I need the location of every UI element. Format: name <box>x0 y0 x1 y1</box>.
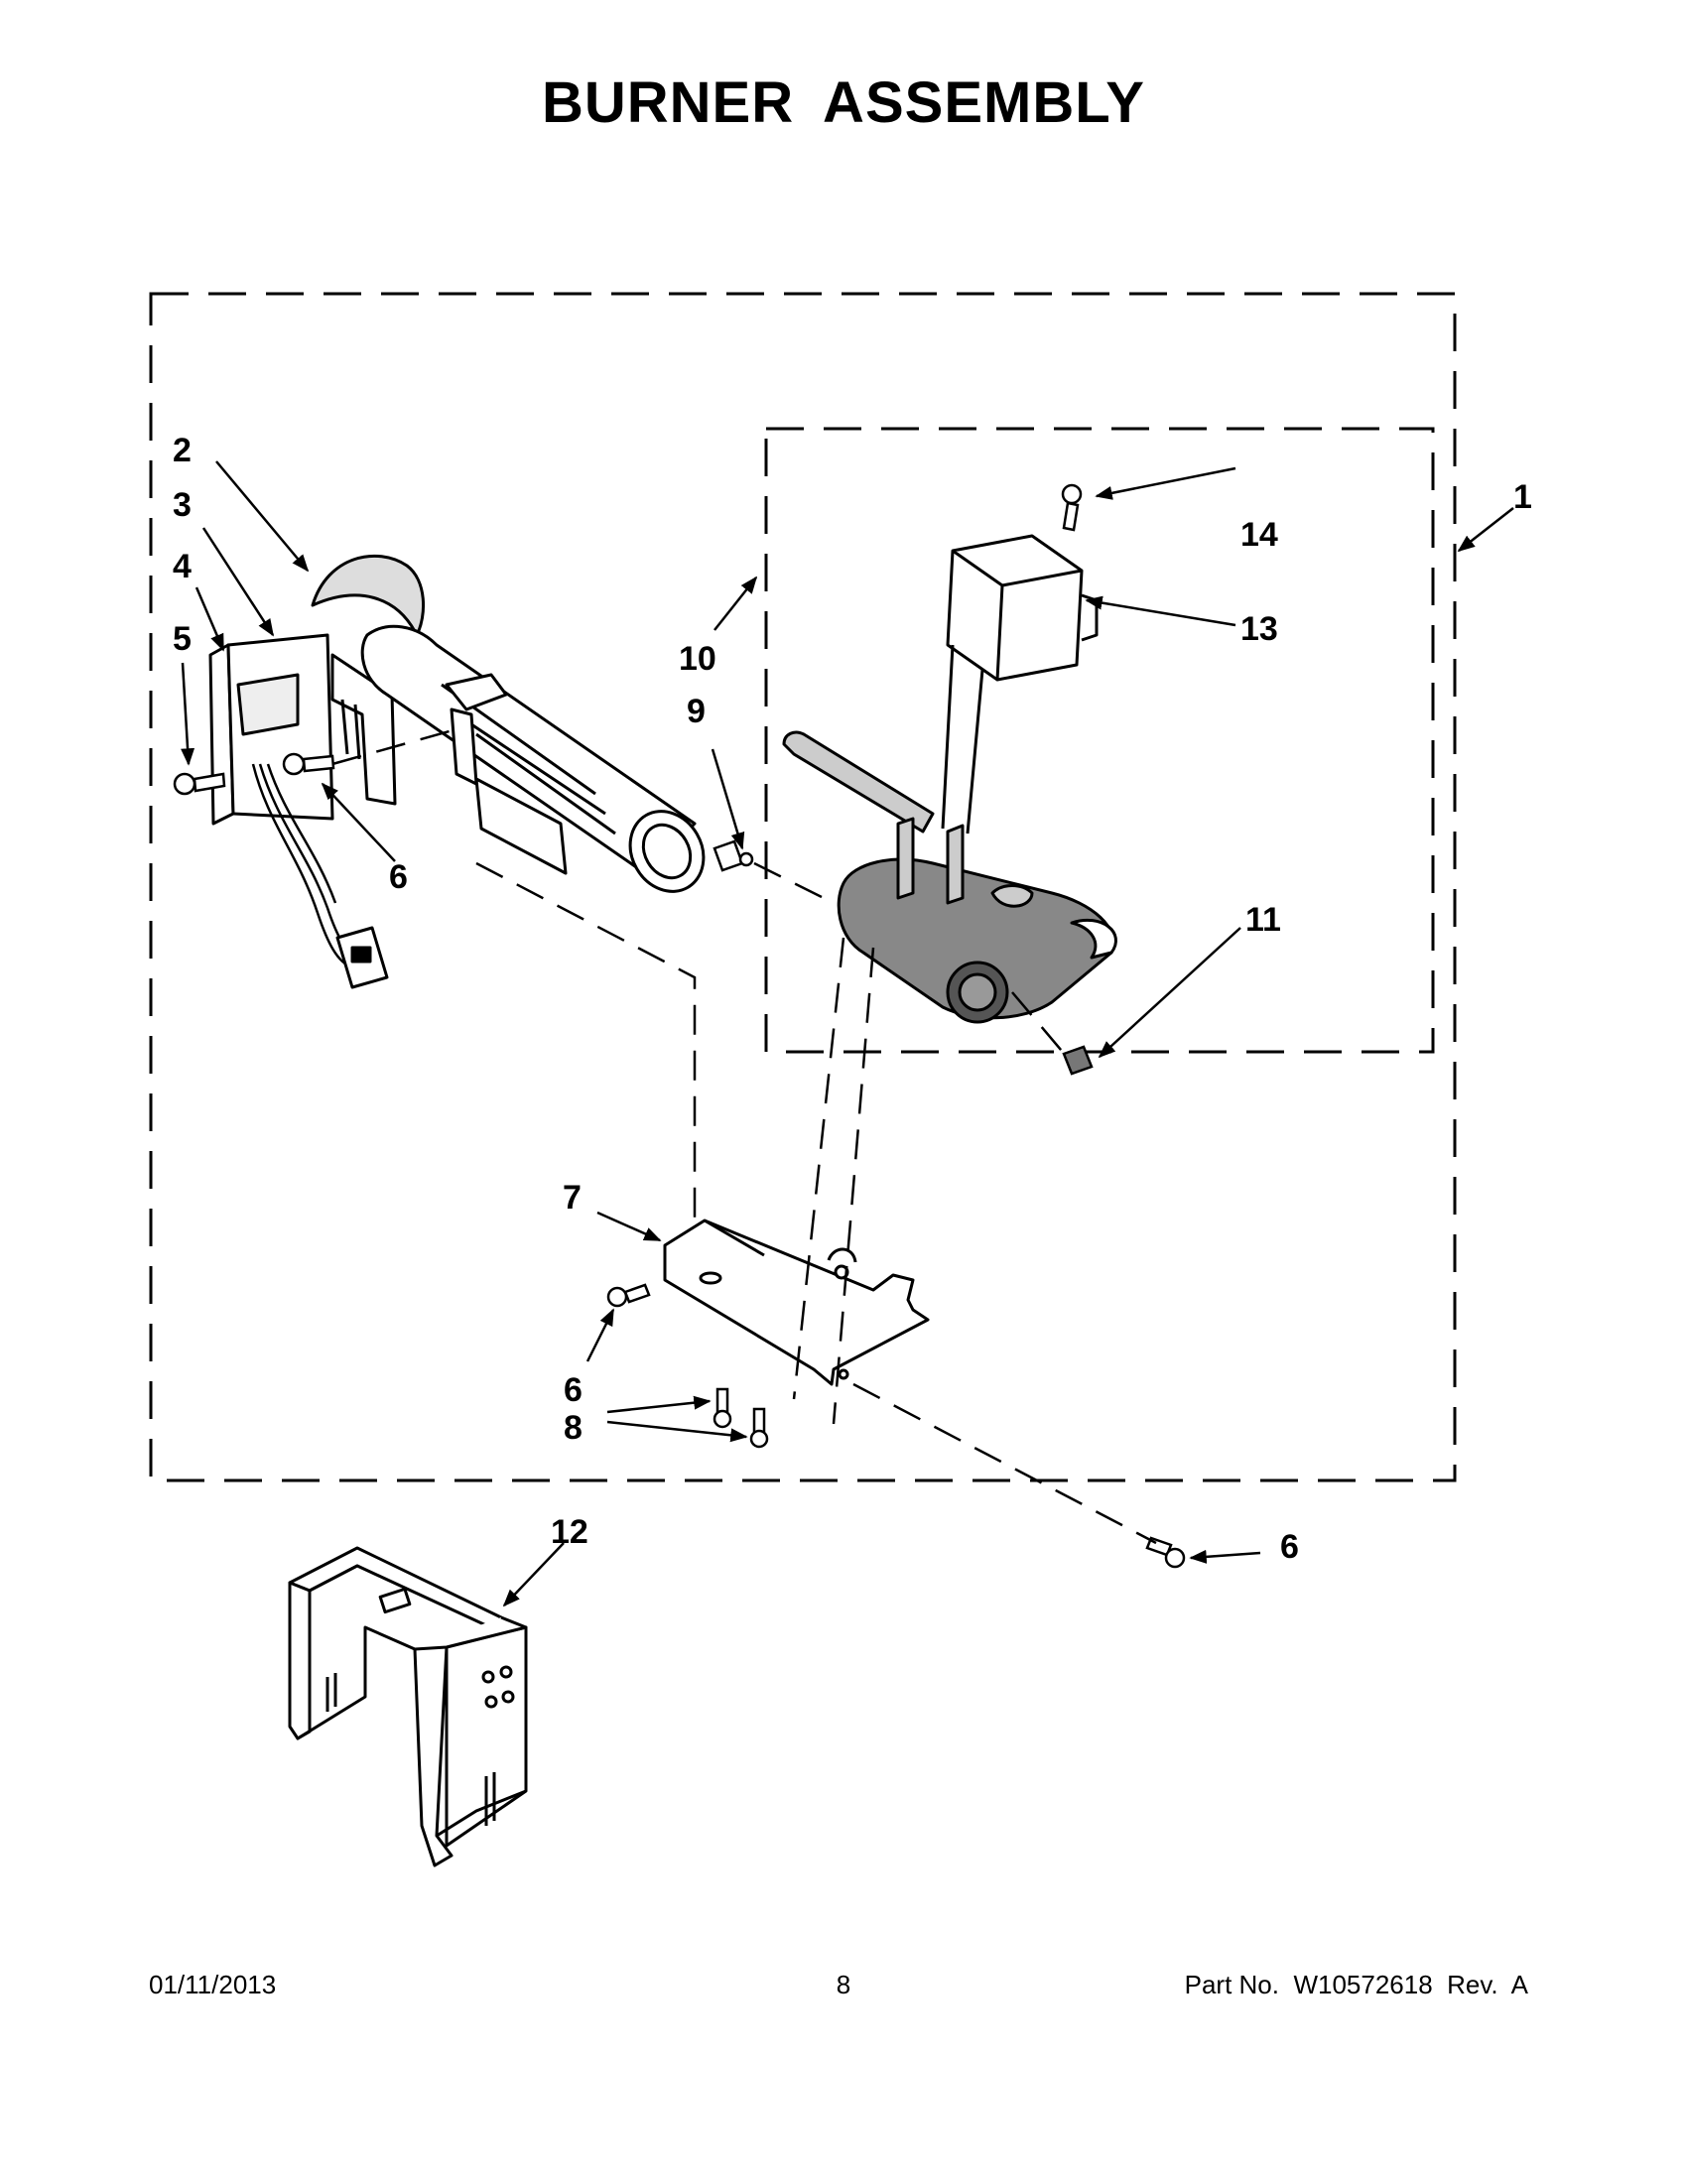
screw-part-6-lower <box>606 1283 651 1308</box>
callout-12: 12 <box>551 1513 588 1551</box>
connector-part-11 <box>1062 1045 1094 1076</box>
burner-tube <box>311 554 706 893</box>
callout-13: 13 <box>1240 610 1278 648</box>
callout-3: 3 <box>173 486 192 524</box>
screw-part-5 <box>173 772 226 796</box>
callout-7: 7 <box>563 1179 582 1217</box>
burner-bracket-part-7 <box>663 1219 930 1386</box>
page-title: BURNER ASSEMBLY <box>541 70 1145 135</box>
screw-part-14 <box>1061 483 1083 532</box>
callout-6-right: 6 <box>1280 1528 1299 1566</box>
callout-8: 8 <box>564 1409 583 1447</box>
callout-10: 10 <box>679 640 716 678</box>
assembly-lines <box>331 727 1157 1545</box>
footer-date: 01/11/2013 <box>149 1970 277 1999</box>
callout-14: 14 <box>1240 516 1278 554</box>
callout-9: 9 <box>687 693 706 730</box>
coil-part-13 <box>941 534 1099 835</box>
callout-11: 11 <box>1245 901 1281 939</box>
footer-page-number: 8 <box>836 1970 851 1999</box>
callout-5: 5 <box>173 620 192 658</box>
callout-2: 2 <box>173 432 192 469</box>
igniter-bracket <box>208 633 397 989</box>
callout-6-upper: 6 <box>389 858 408 896</box>
callout-1: 1 <box>1513 478 1532 516</box>
footer-part-number: Part No. W10572618 Rev. A <box>1184 1970 1528 1999</box>
orifice-part-9 <box>713 839 754 872</box>
gas-valve <box>782 730 1117 1024</box>
screw-part-6-upper <box>282 752 335 776</box>
assembly-boundary <box>149 292 1457 1482</box>
leader-arrows <box>181 460 1514 1607</box>
screws-part-8 <box>713 1387 769 1449</box>
callout-4: 4 <box>173 548 192 585</box>
callout-6-lower: 6 <box>564 1371 583 1409</box>
bracket-part <box>288 1546 528 1867</box>
